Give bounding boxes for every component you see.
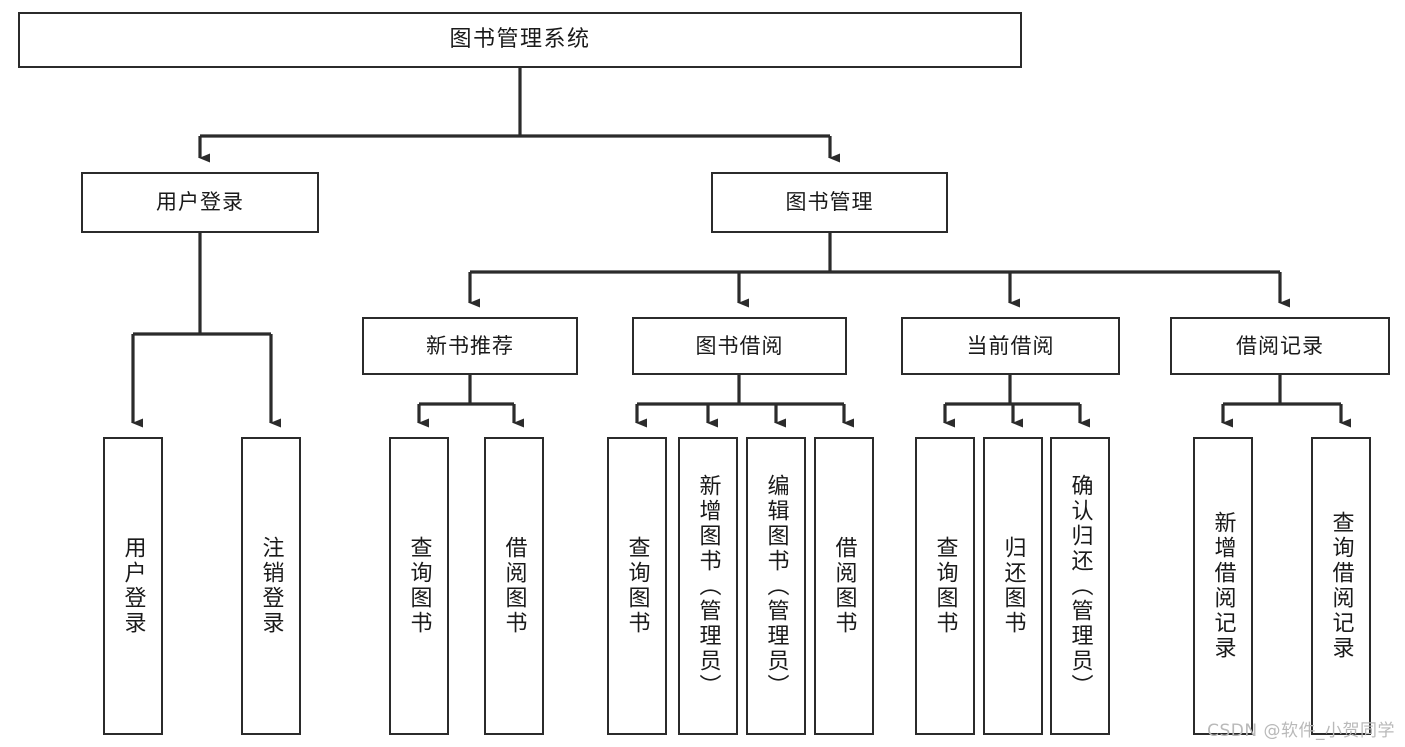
node-leaf-query-record[interactable]: 查询借阅记录 [1311,437,1371,735]
node-leaf-query-book-3[interactable]: 查询图书 [915,437,975,735]
node-current-borrow[interactable]: 当前借阅 [901,317,1120,375]
node-label: 查询借阅记录 [1328,511,1354,661]
node-leaf-confirm-return[interactable]: 确认归还（管理员） [1050,437,1110,735]
node-label: 借阅图书 [831,536,857,636]
node-book-borrow[interactable]: 图书借阅 [632,317,847,375]
node-label: 新书推荐 [426,333,514,358]
node-label: 查询图书 [932,536,958,636]
node-borrow-record[interactable]: 借阅记录 [1170,317,1390,375]
node-label: 编辑图书（管理员） [763,473,789,699]
node-leaf-borrow-book-1[interactable]: 借阅图书 [484,437,544,735]
node-label: 归还图书 [1000,536,1026,636]
node-root-system[interactable]: 图书管理系统 [18,12,1022,68]
node-label: 用户登录 [156,190,244,215]
node-leaf-edit-book[interactable]: 编辑图书（管理员） [746,437,806,735]
node-label: 用户登录 [120,536,146,636]
node-label: 确认归还（管理员） [1067,473,1093,699]
node-leaf-add-record[interactable]: 新增借阅记录 [1193,437,1253,735]
node-leaf-query-book-1[interactable]: 查询图书 [389,437,449,735]
node-leaf-logout-login[interactable]: 注销登录 [241,437,301,735]
node-label: 图书管理 [785,190,874,215]
node-book-manage[interactable]: 图书管理 [711,172,948,233]
node-label: 新增借阅记录 [1210,511,1236,661]
node-label: 当前借阅 [966,333,1055,358]
node-user-login[interactable]: 用户登录 [81,172,319,233]
node-label: 查询图书 [624,536,650,636]
node-label: 图书管理系统 [449,27,591,53]
node-label: 借阅记录 [1236,333,1324,358]
node-label: 图书借阅 [695,333,784,358]
node-label: 注销登录 [258,536,284,636]
node-leaf-borrow-book-2[interactable]: 借阅图书 [814,437,874,735]
node-label: 借阅图书 [501,536,527,636]
node-label: 新增图书（管理员） [695,473,721,699]
node-new-book-recommend[interactable]: 新书推荐 [362,317,578,375]
csdn-watermark: CSDN @软件_小贺同学 [1207,721,1395,741]
node-leaf-query-book-2[interactable]: 查询图书 [607,437,667,735]
node-leaf-add-book[interactable]: 新增图书（管理员） [678,437,738,735]
node-leaf-user-login[interactable]: 用户登录 [103,437,163,735]
node-label: 查询图书 [406,536,432,636]
node-leaf-return-book[interactable]: 归还图书 [983,437,1043,735]
